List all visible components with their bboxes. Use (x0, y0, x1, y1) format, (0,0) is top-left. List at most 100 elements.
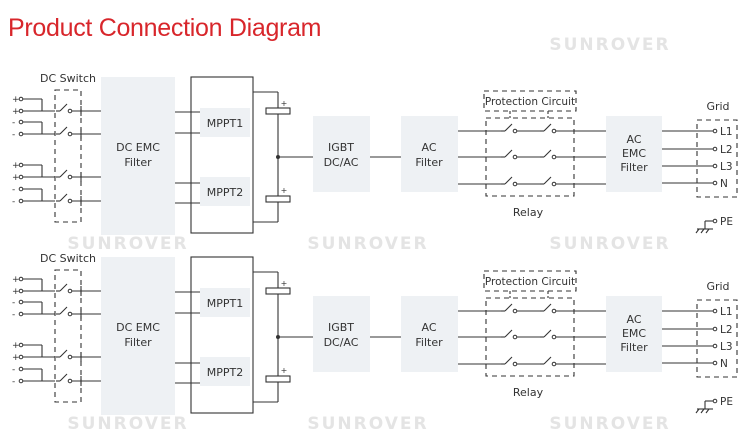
switch-blade (59, 349, 68, 358)
watermark: SUNROVER (549, 414, 670, 430)
grid-line-label-L1: L1 (720, 126, 733, 138)
ac-filter-label: Filter (415, 156, 443, 169)
input-polarity: + (12, 341, 20, 351)
ac-emc-filter-label: AC (626, 133, 641, 146)
input-polarity: + (12, 173, 20, 183)
input-polarity: - (12, 298, 15, 308)
switch-contact (67, 198, 73, 204)
input-polarity: - (12, 377, 15, 387)
input-polarity: + (12, 107, 20, 117)
cap-plus: + (281, 186, 288, 195)
switch-blade (543, 123, 552, 132)
switch-contact (551, 128, 557, 134)
switch-blade (543, 149, 552, 158)
input-polarity: + (12, 353, 20, 363)
dc-switch-dashed-box (54, 89, 82, 223)
ground-hatch (695, 408, 700, 414)
input-polarity: - (12, 130, 15, 140)
pe-terminal (712, 398, 718, 404)
pe-label: PE (720, 216, 733, 228)
grid-terminal (712, 343, 718, 349)
switch-contact (67, 174, 73, 180)
grid-line-label-L2: L2 (720, 324, 733, 336)
dc-input-pair-3: ++ (12, 161, 101, 183)
switch-blade (59, 193, 68, 202)
grid-line-label-L2: L2 (720, 144, 733, 156)
relay-label: Relay (513, 386, 544, 399)
ac-emc-filter-label: AC (626, 313, 641, 326)
switch-blade (504, 356, 513, 365)
grid-line-label-L1: L1 (720, 306, 733, 318)
switch-blade (59, 283, 68, 292)
switch-contact (551, 334, 557, 340)
dc-switch-label: DC Switch (40, 252, 96, 265)
igbt-label: DC/AC (324, 156, 359, 169)
input-terminal (18, 186, 24, 192)
grid-dashed-box (696, 119, 738, 198)
watermark: SUNROVER (67, 234, 188, 254)
input-terminal (18, 299, 24, 305)
grid-terminal (712, 308, 718, 314)
cap-plus: + (281, 279, 288, 288)
switch-blade (59, 126, 68, 135)
dc-emc-filter-box (101, 257, 175, 415)
switch-contact (512, 181, 518, 187)
switch-blade (59, 103, 68, 112)
input-polarity: - (12, 310, 15, 320)
igbt-label: IGBT (328, 321, 354, 334)
dc-emc-filter-label: DC EMC (116, 141, 160, 154)
dc-input-pair-4: -- (12, 365, 101, 387)
switch-contact (551, 308, 557, 314)
mppt2-box (200, 177, 250, 206)
grid-dashed-box (696, 299, 738, 378)
watermark: SUNROVER (307, 414, 428, 430)
switch-contact (512, 128, 518, 134)
dc-emc-filter-label: Filter (124, 336, 152, 349)
ac-filter-box (401, 116, 458, 192)
ground-hatch (705, 408, 710, 414)
ac-filter-box (401, 296, 458, 372)
input-terminal (18, 162, 24, 168)
ac-filter-label: Filter (415, 336, 443, 349)
capacitor-bottom (265, 375, 291, 383)
switch-blade (504, 303, 513, 312)
relay-phase (458, 123, 606, 134)
input-terminal (18, 378, 24, 384)
ground-hatch (700, 408, 705, 414)
dc-switch-dashed-box (54, 269, 82, 403)
capacitor-bottom (265, 195, 291, 203)
watermark: SUNROVER (549, 35, 670, 55)
mppt1-label: MPPT1 (207, 117, 243, 130)
ground-hatch (705, 228, 710, 234)
switch-contact (551, 181, 557, 187)
mppt-outer-box (190, 256, 254, 414)
input-terminal (18, 288, 24, 294)
igbt-box (313, 116, 370, 192)
switch-contact (512, 308, 518, 314)
relay-label: Relay (513, 206, 544, 219)
switch-contact (551, 154, 557, 160)
input-terminal (18, 354, 24, 360)
relay-phase (458, 356, 606, 367)
input-terminal (18, 311, 24, 317)
mppt2-box (200, 357, 250, 386)
protection-circuit-label: Protection Circuit (485, 96, 575, 108)
igbt-label: IGBT (328, 141, 354, 154)
diagram-2: DC Switch++--++--DC EMCFilterMPPT1MPPT2+… (12, 252, 738, 415)
igbt-label: DC/AC (324, 336, 359, 349)
protection-circuit-label-box (483, 90, 577, 112)
input-terminal (18, 119, 24, 125)
switch-contact (551, 361, 557, 367)
input-polarity: - (12, 197, 15, 207)
ac-filter-label: AC (421, 321, 436, 334)
switch-blade (59, 169, 68, 178)
input-terminal (18, 174, 24, 180)
relay-phase (458, 303, 606, 314)
input-terminal (18, 276, 24, 282)
input-terminal (18, 342, 24, 348)
switch-contact (512, 334, 518, 340)
cap-plus: + (281, 99, 288, 108)
dc-input-pair-2: -- (12, 118, 101, 140)
